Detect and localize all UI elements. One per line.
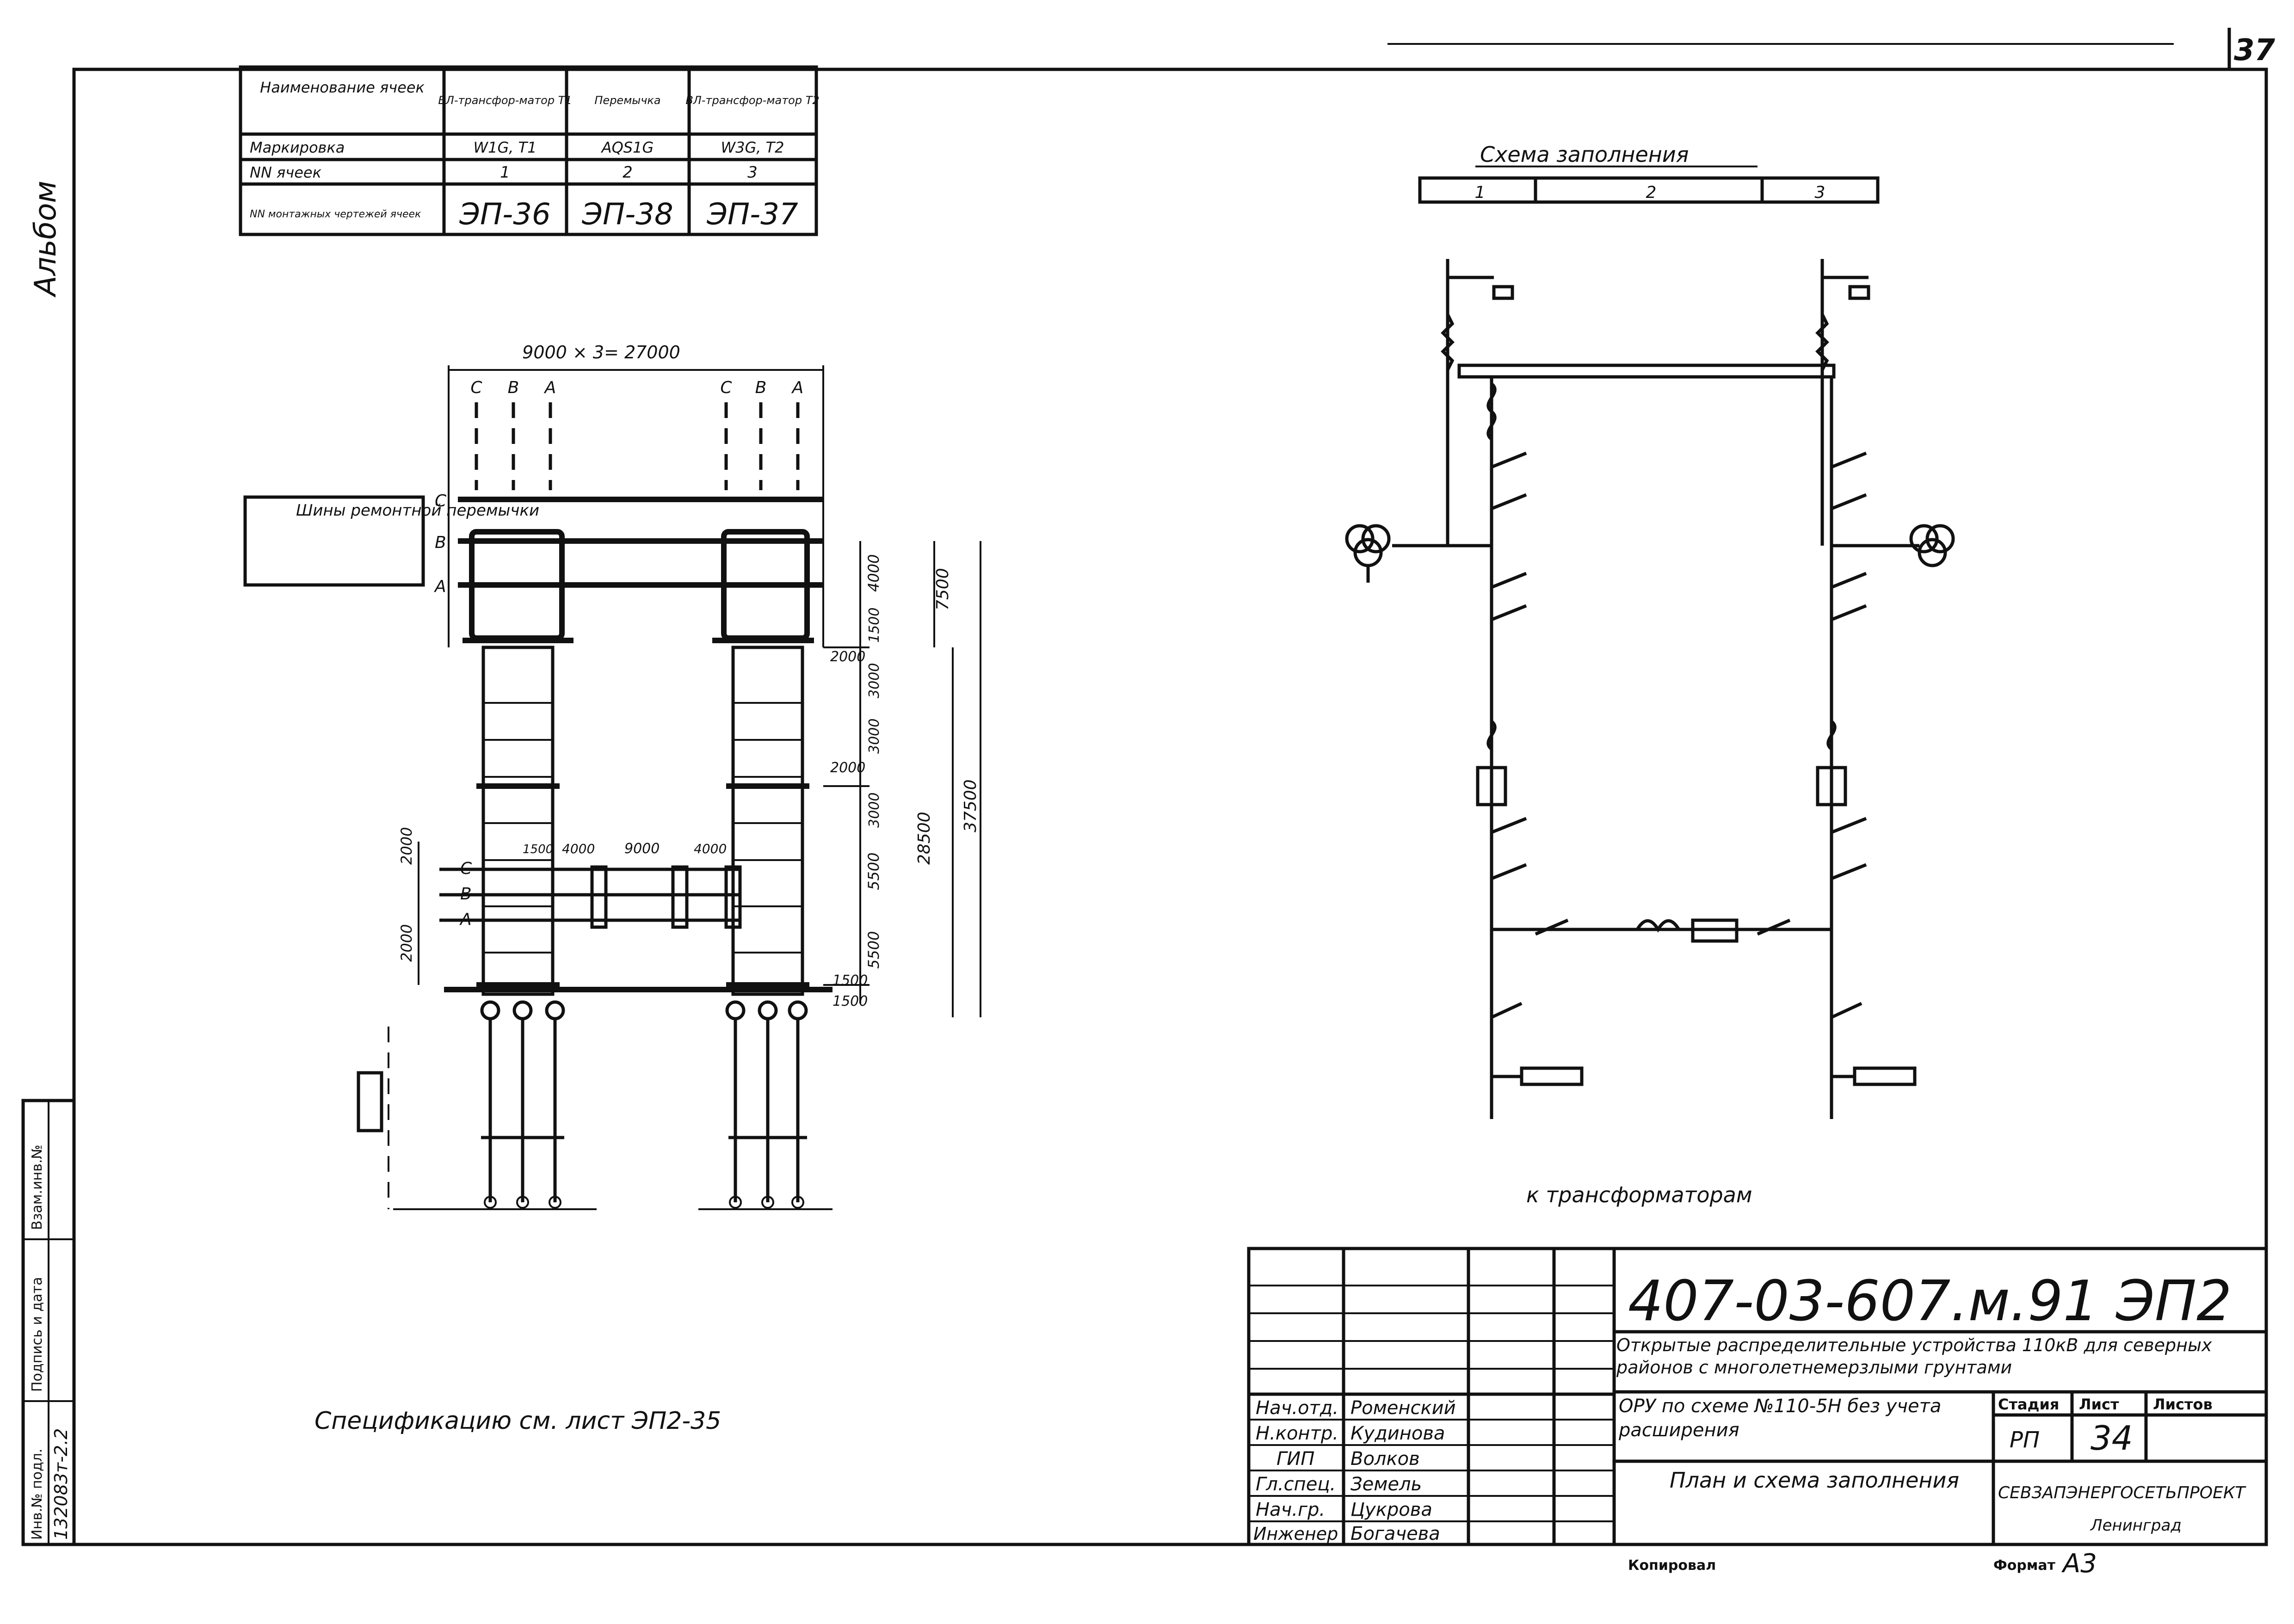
dim-1500-jumper: 1500 (523, 843, 553, 856)
phase-label-c-left: C (470, 378, 482, 397)
dim-7500: 7500 (933, 568, 952, 610)
scheme-description: ОРУ по схеме №110-5Н без учета расширени… (1619, 1396, 1942, 1441)
scheme-cell-3: 3 (1815, 183, 1825, 202)
dim-5500-b: 5500 (865, 931, 882, 969)
phase-label-b-right: B (755, 378, 767, 397)
phase-label-c-right: C (720, 378, 732, 397)
left-stamp: Взам.инв.№ Подпись и дата Инв.№ подл. 13… (21, 1099, 76, 1546)
sheet-title: План и схема заполнения (1670, 1468, 1960, 1493)
name-2: Кудинова (1350, 1423, 1445, 1444)
sheet-value: 34 (2090, 1419, 2133, 1458)
table-head-cell-numbers: NN ячеек (250, 164, 322, 181)
org-name: СЕВЗАПЭНЕРГОСЕТЬПРОЕКТ (1998, 1483, 2246, 1502)
table-cell-name-2: Перемычка (594, 94, 660, 107)
table-head-cell-names: Наименование ячеек (260, 79, 425, 96)
dim-2000-b: 2000 (830, 760, 865, 776)
dim-1500-c: 1500 (832, 993, 868, 1009)
dim-2000-a: 2000 (830, 649, 865, 665)
dim-3000-a: 3000 (866, 663, 882, 698)
dim-2000-lower: 2000 (398, 924, 415, 962)
name-3: Волков (1350, 1448, 1420, 1470)
drawing-frame (72, 68, 2268, 1546)
bus-phase-b: B (435, 533, 446, 552)
name-4: Земель (1350, 1474, 1422, 1495)
name-5: Цукрова (1350, 1499, 1432, 1520)
role-3: ГИП (1276, 1448, 1314, 1470)
header-sheets: Листов (2153, 1396, 2213, 1413)
phase-label-a-right: A (791, 378, 804, 397)
header-stage: Стадия (1998, 1396, 2059, 1413)
scheme-cell-2: 2 (1646, 183, 1657, 202)
filling-scheme: Схема заполнения 1 2 3 (1345, 142, 1955, 1207)
bus-phase-a: A (434, 577, 446, 596)
scheme-title: Схема заполнения (1480, 142, 1689, 167)
dim-1500-a: 1500 (866, 608, 882, 643)
name-6: Богачева (1350, 1523, 1440, 1544)
cell-table: Наименование ячеек ВЛ-трансфор-матор Т1 … (239, 65, 820, 236)
header-sheet: Лист (2079, 1396, 2119, 1413)
dim-37500: 37500 (961, 779, 980, 832)
role-5: Нач.гр. (1256, 1499, 1325, 1520)
name-1: Роменский (1350, 1397, 1456, 1419)
table-head-drawings: NN монтажных чертежей ячеек (250, 209, 421, 220)
table-drawing-3: ЭП-37 (706, 197, 798, 232)
sheet-corner-number: 37 (2234, 33, 2276, 68)
table-marking-2: AQS1G (601, 139, 654, 156)
jumper-phase-a: A (459, 910, 472, 929)
table-drawing-1: ЭП-36 (459, 197, 550, 232)
format-value: А3 (2061, 1549, 2097, 1579)
dim-2000-upper: 2000 (398, 827, 415, 865)
phase-label-b-left: B (508, 378, 519, 397)
table-cell-number-3: 3 (747, 163, 758, 182)
project-description: Открытые распределительные устройства 11… (1616, 1335, 2212, 1378)
dim-4000-jumper-right: 4000 (694, 841, 727, 856)
spec-note: Спецификацию см. лист ЭП2-35 (314, 1407, 721, 1435)
dim-3000-c: 3000 (866, 793, 882, 828)
stamp-inventory-number: 132083т-2.2 (51, 1428, 71, 1540)
dim-4000-jumper-left: 4000 (562, 841, 595, 856)
bus-phase-c: C (435, 492, 447, 511)
stamp-label-signature: Подпись и дата (29, 1277, 45, 1392)
role-6: Инженер (1253, 1524, 1338, 1544)
dim-1500-b: 1500 (832, 972, 868, 989)
role-1: Нач.отд. (1256, 1397, 1338, 1419)
org-city: Ленинград (2090, 1516, 2182, 1535)
copied-label: Копировал (1628, 1557, 1716, 1574)
dim-5500-a: 5500 (865, 853, 882, 890)
table-drawing-2: ЭП-38 (581, 197, 673, 232)
role-4: Гл.спец. (1256, 1474, 1336, 1495)
plan-dim-top: 9000 × 3= 27000 (522, 342, 680, 363)
bus-caption: Шины ремонтной перемычки (296, 501, 539, 520)
dim-4000: 4000 (865, 554, 882, 592)
phase-label-a-left: A (544, 378, 556, 397)
title-block: Нач.отд. Роменский Н.контр. Кудинова ГИП… (1247, 1247, 2268, 1579)
format-label: Формат (1993, 1557, 2056, 1574)
scheme-caption: к трансформаторам (1526, 1182, 1752, 1207)
jumper-phase-c: C (460, 859, 472, 878)
dim-3000-b: 3000 (866, 719, 882, 754)
role-2: Н.контр. (1256, 1423, 1338, 1444)
drawing-code: 407-03-607.м.91 ЭП2 (1628, 1269, 2232, 1334)
stamp-label-replaced: Взам.инв.№ (29, 1144, 45, 1230)
jumper-phase-b: B (460, 885, 472, 904)
table-cell-name-1: ВЛ-трансфор-матор Т1 (438, 94, 572, 107)
table-marking-3: W3G, Т2 (721, 139, 784, 156)
table-head-marking: Маркировка (250, 139, 345, 156)
dim-9000-jumper: 9000 (624, 841, 660, 857)
scheme-cell-1: 1 (1475, 183, 1486, 202)
plan-view: 9000 × 3= 27000 C B A C B A Шины ремонтн… (243, 342, 981, 1210)
table-cell-number-1: 1 (500, 163, 510, 182)
table-marking-1: W1G, Т1 (473, 139, 536, 156)
table-cell-name-3: ВЛ-трансфор-матор Т2 (685, 94, 819, 107)
stage-value: РП (2010, 1427, 2040, 1453)
stamp-label-inventory: Инв.№ подл. (29, 1449, 45, 1540)
table-cell-number-2: 2 (623, 163, 633, 182)
dim-28500: 28500 (915, 812, 934, 865)
album-label: Альбом (29, 181, 63, 298)
